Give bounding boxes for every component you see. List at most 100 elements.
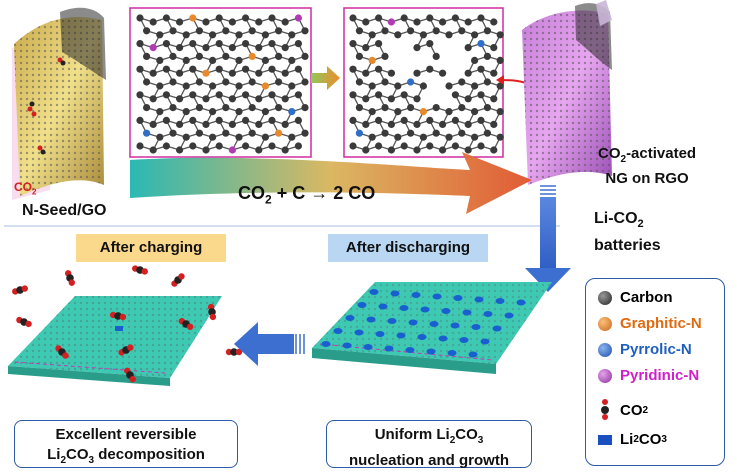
li2co3-deposit xyxy=(447,350,457,356)
carbon-atom xyxy=(281,95,289,103)
li2co3-deposit xyxy=(468,351,478,358)
carbon-atom xyxy=(426,116,434,124)
carbon-atom xyxy=(136,14,144,22)
carbon-atom xyxy=(162,91,170,99)
li2co3-deposit xyxy=(495,298,505,304)
carbon-atom xyxy=(189,40,197,48)
carbon-atom xyxy=(149,95,157,103)
carbon-atom xyxy=(464,69,472,77)
carbon-atom xyxy=(255,69,263,77)
carbon-atom xyxy=(294,91,302,99)
li2co3-deposit xyxy=(366,316,376,323)
carbon-atom xyxy=(182,108,190,116)
carbon-atom xyxy=(400,91,408,99)
down-flow-arrow xyxy=(525,185,571,292)
legend-graphitic: Graphitic-N xyxy=(598,315,702,332)
carbon-atom xyxy=(439,120,447,128)
li2co3-deposit xyxy=(429,321,439,327)
carbon-atom xyxy=(426,14,434,22)
legend-pyrrolic: Pyrrolic-N xyxy=(598,341,692,358)
li2co3-deposit xyxy=(357,302,367,308)
charging-arrow xyxy=(234,322,305,366)
carbon-atom xyxy=(275,78,283,86)
carbon-atom xyxy=(451,116,459,124)
carbon-atom xyxy=(215,142,223,150)
carbon-atom xyxy=(169,78,177,86)
carbon-atom xyxy=(156,133,164,141)
carbon-atom xyxy=(228,18,236,26)
carbon-atom xyxy=(202,44,210,52)
graphitic-atom xyxy=(261,82,269,90)
co2-label-small: CO2 xyxy=(14,180,37,197)
carbon-atom xyxy=(261,108,269,116)
carbon-atom xyxy=(381,104,389,112)
carbon-atom xyxy=(156,31,164,39)
carbon-atom xyxy=(349,65,357,73)
red-pointer-head xyxy=(496,75,504,85)
carbon-atom xyxy=(413,69,421,77)
li2co3-deposit xyxy=(378,303,388,310)
carbon-atom xyxy=(136,65,144,73)
carbon-atom xyxy=(288,133,296,141)
pyrrolic-n-atom-icon xyxy=(598,342,612,357)
carbon-atom xyxy=(477,142,485,150)
carbon-atom xyxy=(215,91,223,99)
carbon-atom xyxy=(294,142,302,150)
carbon-atom xyxy=(294,40,302,48)
carbon-atom xyxy=(228,44,236,52)
carbon-atom xyxy=(143,27,151,35)
carbon-atom xyxy=(483,52,491,61)
legend-carbon: Carbon xyxy=(598,289,673,306)
carbon-atom xyxy=(477,91,485,99)
carbon-atom xyxy=(281,18,289,26)
carbon-atom xyxy=(202,146,210,154)
carbon-atom xyxy=(268,91,276,99)
carbon-atom xyxy=(490,44,498,52)
carbon-atom xyxy=(394,133,402,141)
carbon-atom xyxy=(261,56,269,64)
reaction-equation: CO2 + C → 2 CO xyxy=(238,183,376,207)
carbon-atom xyxy=(394,31,402,39)
carbon-atom xyxy=(464,146,472,154)
co2-molecule xyxy=(171,273,185,287)
carbon-atom xyxy=(268,142,276,150)
carbon-atom xyxy=(261,31,269,39)
graphitic-atom xyxy=(419,108,427,116)
li2co3-deposit xyxy=(354,329,364,336)
carbon-atom xyxy=(275,104,283,112)
discharged-sheet xyxy=(312,282,552,374)
carbon-atom xyxy=(496,108,504,116)
carbon-atom xyxy=(209,31,217,39)
carbon-atom xyxy=(301,27,309,35)
carbon-atom xyxy=(248,27,256,35)
co2-molecule xyxy=(12,285,28,295)
co2-molecule xyxy=(124,367,136,383)
carbon-atom xyxy=(496,82,504,90)
carbon-atom xyxy=(458,78,466,86)
carbon-atom xyxy=(451,91,459,99)
co2-molecule xyxy=(225,348,243,356)
co2-molecule xyxy=(207,303,217,321)
pyridinic-atom xyxy=(149,44,157,52)
li2co3-deposit xyxy=(441,308,451,314)
graphitic-atom xyxy=(275,129,283,137)
carbon-atom xyxy=(445,108,453,116)
pyridinic-atom xyxy=(228,146,236,154)
carbon-atom xyxy=(248,104,256,112)
carbon-atom xyxy=(413,95,421,103)
li2co3-deposit xyxy=(399,305,409,311)
carbon-atom xyxy=(439,69,447,77)
carbon-atom xyxy=(255,120,263,128)
carbon-atom xyxy=(490,146,498,154)
pyridinic-n-atom-icon xyxy=(598,368,612,383)
carbon-atom xyxy=(362,120,370,128)
carbon-atom xyxy=(464,120,472,128)
li2co3-deposit xyxy=(483,311,493,317)
carbon-atom xyxy=(156,108,164,116)
carbon-atom xyxy=(471,108,479,116)
li2co3-deposit xyxy=(450,322,460,329)
carbon-atom xyxy=(162,142,170,150)
